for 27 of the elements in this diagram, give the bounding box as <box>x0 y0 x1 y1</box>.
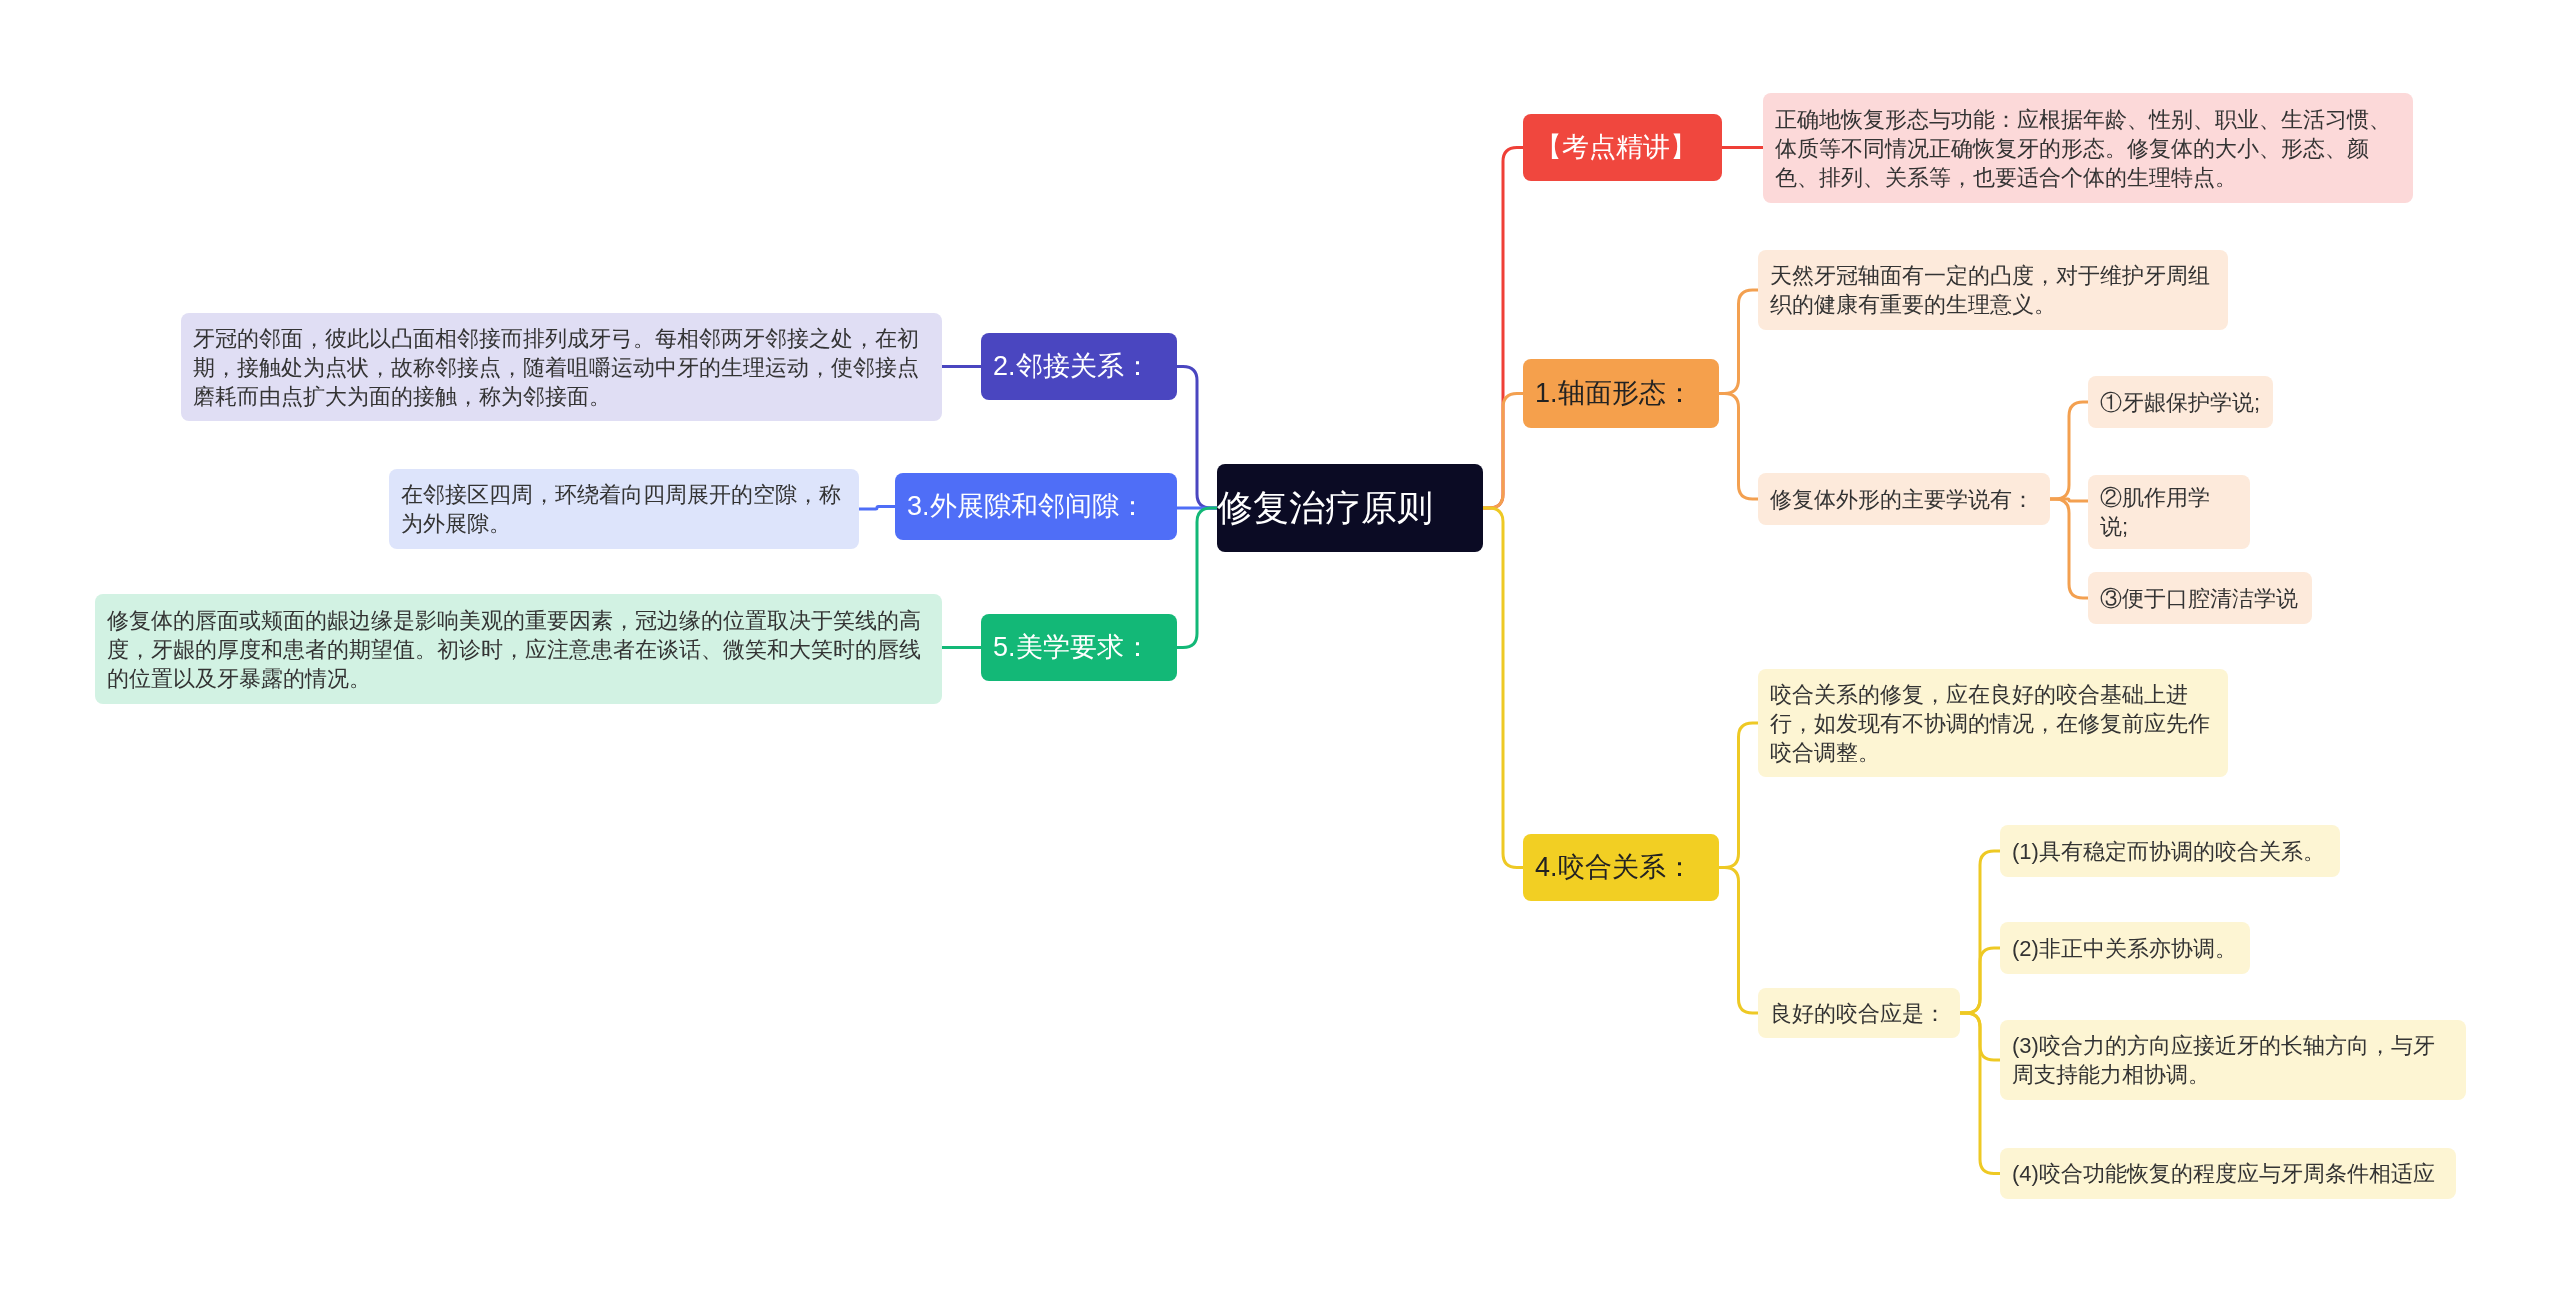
note-box: 正确地恢复形态与功能：应根据年龄、性别、职业、生活习惯、体质等不同情况正确恢复牙的形态。修复体的大小、形态、颜色、排列、关系等，也要适合个体的生理特点。 <box>1763 93 2413 203</box>
connector-line <box>1722 146 1763 149</box>
note-box: 天然牙冠轴面有一定的凸度，对于维护牙周组织的健康有重要的生理意义。 <box>1758 250 2228 330</box>
subtopic-box: (2)非正中关系亦协调。 <box>2000 922 2250 974</box>
subtopic-box: 修复体外形的主要学说有： <box>1758 473 2050 525</box>
branch-topic: 2.邻接关系： <box>981 333 1177 400</box>
note-box: 咬合关系的修复，应在良好的咬合基础上进行，如发现有不协调的情况，在修复前应先作咬合调整。 <box>1758 669 2228 777</box>
subtopic-box: 良好的咬合应是： <box>1758 988 1960 1038</box>
subtopic-box: (3)咬合力的方向应接近牙的长轴方向，与牙周支持能力相协调。 <box>2000 1020 2466 1100</box>
subtopic-box: (1)具有稳定而协调的咬合关系。 <box>2000 825 2340 877</box>
note-box: 修复体的唇面或颊面的龈边缘是影响美观的重要因素，冠边缘的位置取决于笑线的高度，牙龈的厚度和患者的期望值。初诊时，应注意患者在谈话、微笑和大笑时的唇线的位置以及牙暴露的情况。 <box>95 594 942 704</box>
branch-topic: 4.咬合关系： <box>1523 834 1719 901</box>
connector-line <box>942 365 981 368</box>
subtopic-box: (4)咬合功能恢复的程度应与牙周条件相适应 <box>2000 1148 2456 1199</box>
note-box: 在邻接区四周，环绕着向四周展开的空隙，称为外展隙。 <box>389 469 859 549</box>
branch-topic: 【考点精讲】 <box>1523 114 1722 181</box>
note-box: 牙冠的邻面，彼此以凸面相邻接而排列成牙弓。每相邻两牙邻接之处，在初期，接触处为点状，故称邻接点，随着咀嚼运动中牙的生理运动，使邻接点磨耗而由点扩大为面的接触，称为邻接面。 <box>181 313 942 421</box>
branch-topic: 3.外展隙和邻间隙： <box>895 473 1177 540</box>
connector-line <box>859 505 895 511</box>
root-topic: 修复治疗原则 <box>1217 464 1483 552</box>
subtopic-box: ①牙龈保护学说; <box>2088 376 2273 428</box>
subtopic-box: ②肌作用学说; <box>2088 475 2250 549</box>
branch-topic: 5.美学要求： <box>981 614 1177 681</box>
connector-line <box>942 646 981 649</box>
branch-topic: 1.轴面形态： <box>1523 359 1719 428</box>
subtopic-box: ③便于口腔清洁学说 <box>2088 572 2312 624</box>
connector-line <box>2050 497 2088 600</box>
